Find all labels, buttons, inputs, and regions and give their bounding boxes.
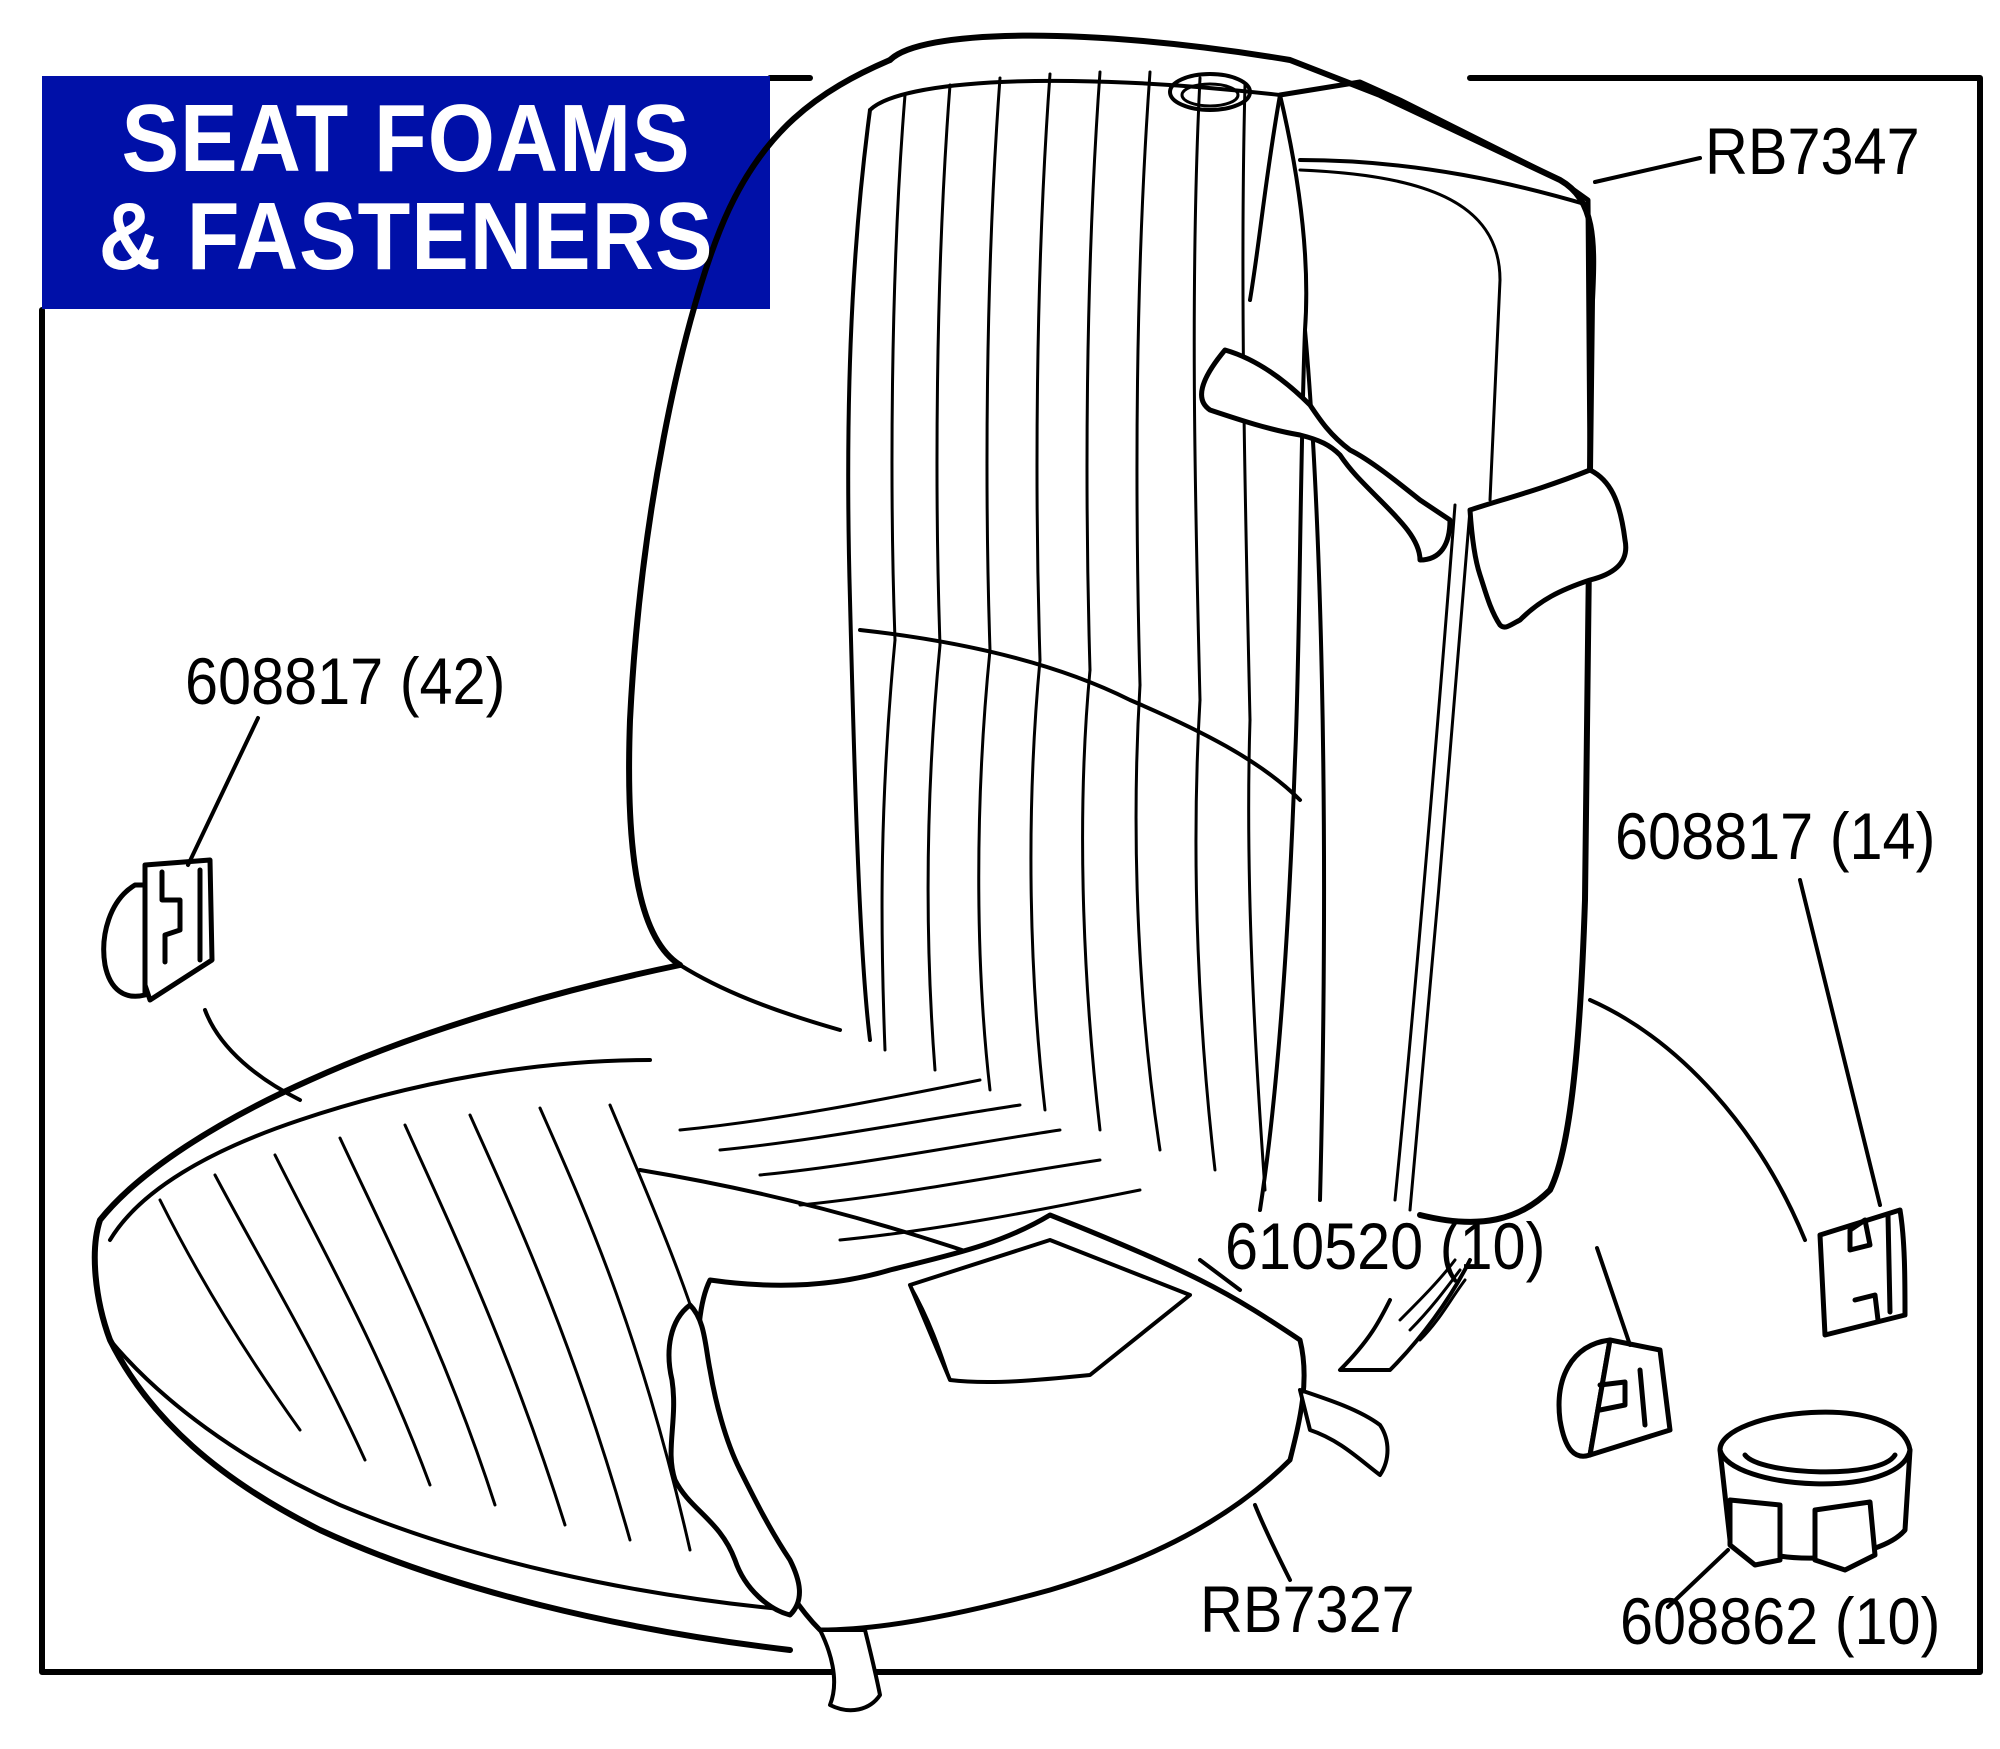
callout-rb7327: RB7327 (1200, 1572, 1415, 1646)
backrest-foam-part (1199, 79, 1629, 630)
leader-lines (186, 156, 1882, 1609)
title-banner (42, 76, 770, 309)
callout-rb7347: RB7347 (1705, 114, 1920, 188)
title-line-1: SEAT FOAMS (121, 85, 691, 192)
callout-608817-42: 608817 (42) (185, 644, 506, 718)
seat-backrest (626, 32, 1597, 1225)
frame-border (39, 75, 1983, 1675)
title-line-2: & FASTENERS (98, 183, 714, 290)
fastener-round-part (1556, 1337, 1673, 1459)
clip-left-part (101, 857, 215, 1003)
page-title: SEAT FOAMS & FASTENERS (42, 76, 770, 309)
cushion-foam-part (666, 1212, 1390, 1713)
clip-right-part (1817, 1207, 1908, 1338)
ring-clip-part (1717, 1409, 1913, 1573)
callout-608817-14: 608817 (14) (1615, 799, 1936, 873)
callout-610520-10: 610520 (10) (1225, 1209, 1546, 1283)
callout-608862-10: 608862 (10) (1620, 1584, 1941, 1658)
